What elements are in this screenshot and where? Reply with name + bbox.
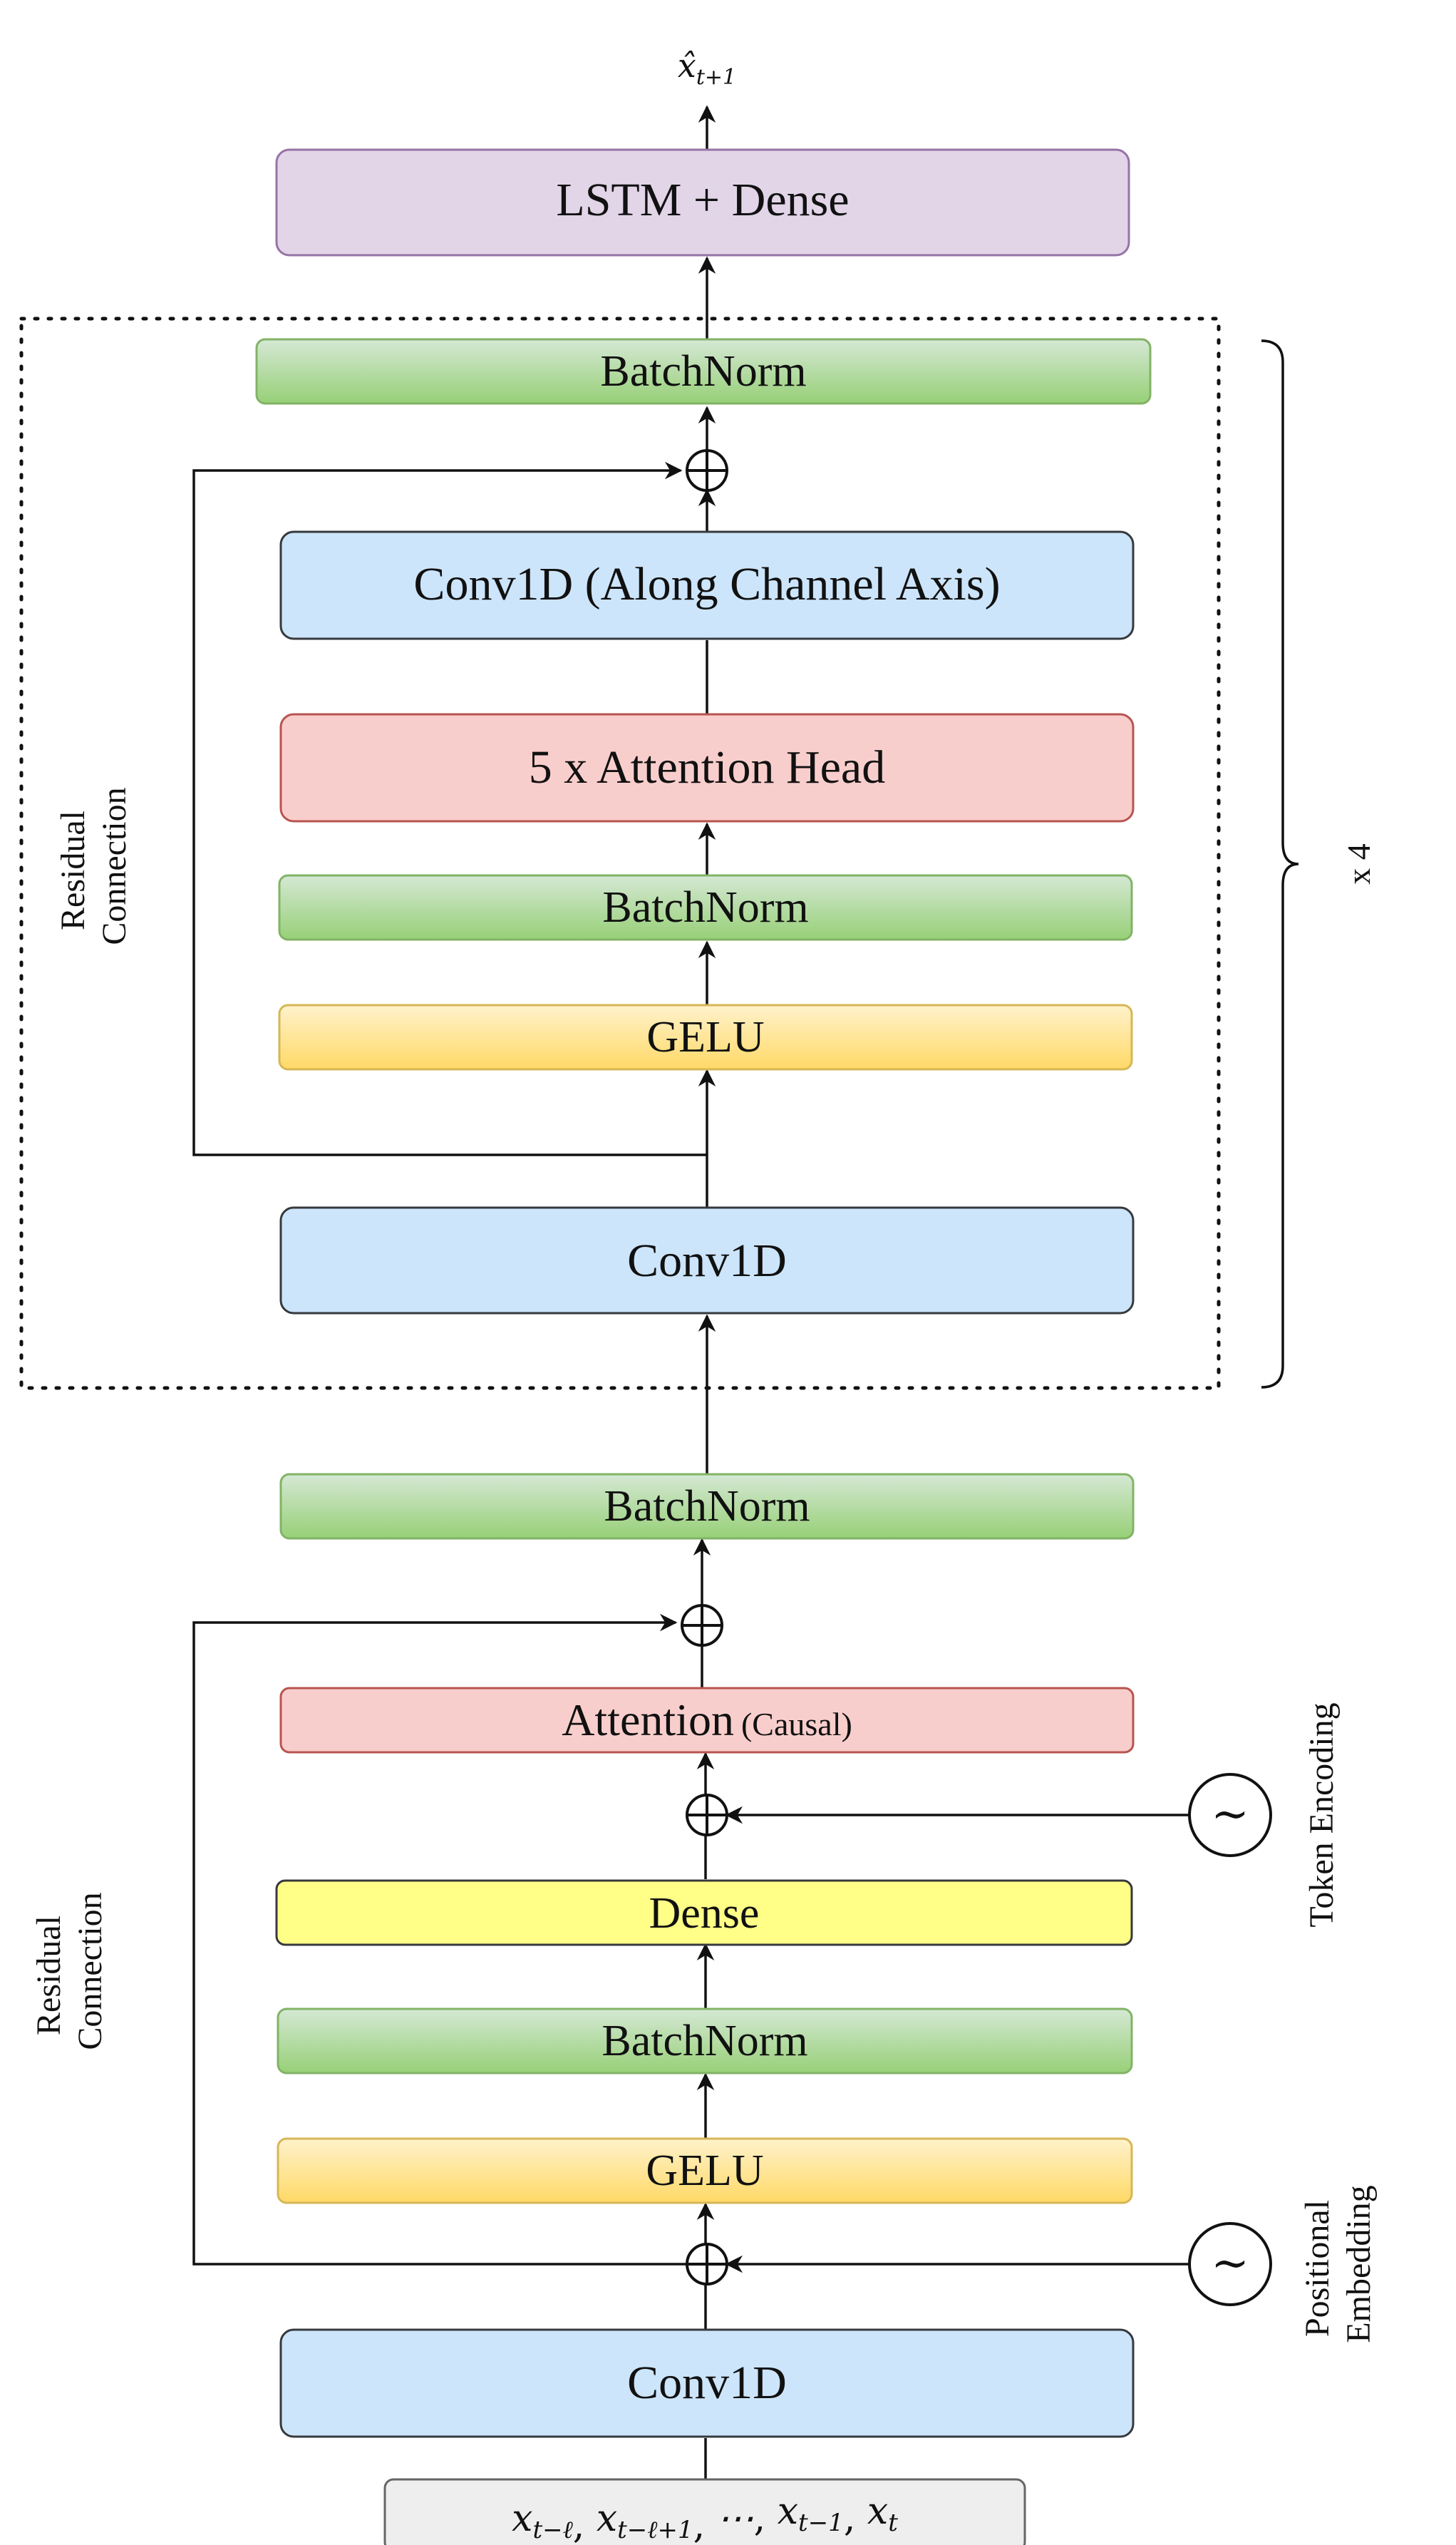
residual-connection-bottom-label: Residual Connection: [30, 1892, 109, 2050]
sum-node-top: [686, 449, 728, 492]
batchnorm-low-block: BatchNorm: [277, 2007, 1133, 2074]
attention-label: Attention: [562, 1695, 734, 1745]
token-encoding-label: Token Encoding: [1303, 1702, 1341, 1927]
residual-bottom-line2: Connection: [71, 1892, 109, 2050]
input-term-base: ⋯: [717, 2497, 754, 2540]
positional-line1: Positional: [1298, 2200, 1336, 2337]
output-label: x̂t+1: [678, 46, 736, 90]
input-sequence-text: xt−ℓ, xt−ℓ+1, ⋯, xt−1, xt: [512, 2490, 898, 2545]
attention-note: (Causal): [741, 1706, 852, 1742]
input-term-separator: ,: [844, 2497, 867, 2540]
token-encoding-source: ∼: [1188, 1773, 1272, 1857]
input-term-subscript: t−ℓ: [532, 2516, 572, 2544]
input-term-subscript: t−ℓ+1: [617, 2516, 693, 2544]
repeat-conv-block: Conv1D: [279, 1206, 1135, 1315]
repeat-count-label: x 4: [1341, 843, 1377, 885]
conv-channel-block: Conv1D (Along Channel Axis): [279, 530, 1135, 640]
repeat-batchnorm-top-block: BatchNorm: [255, 338, 1152, 405]
input-term-base: x: [512, 2497, 532, 2540]
residual-bottom-line1: Residual: [30, 1916, 68, 2035]
residual-connection-top-label: Residual Connection: [54, 787, 133, 945]
repeat-gelu-block: GELU: [278, 1004, 1133, 1071]
repeat-batchnorm-mid-label: BatchNorm: [602, 883, 808, 932]
lstm-box: [275, 148, 1130, 257]
input-term-subscript: t−1: [798, 2509, 844, 2537]
input-term-base: x: [597, 2497, 617, 2540]
batchnorm-mid-block: BatchNorm: [279, 1473, 1135, 1540]
sum-node-middle: [681, 1604, 723, 1647]
gelu-low-label: GELU: [646, 2146, 763, 2195]
positional-embedding-source: ∼: [1188, 2222, 1272, 2306]
dense-block: Dense: [275, 1879, 1133, 1946]
input-term-separator: ,: [693, 2504, 717, 2545]
repeat-brace: [1261, 339, 1299, 1389]
positional-embedding-label: Positional Embedding: [1298, 2185, 1378, 2343]
lstm-dense-block: LSTM + Dense: [275, 148, 1130, 257]
input-sequence-block: xt−ℓ, xt−ℓ+1, ⋯, xt−1, xt: [383, 2478, 1026, 2545]
attention-causal-block: Attention(Causal): [279, 1687, 1135, 1754]
residual-top-line1: Residual: [54, 811, 92, 930]
conv-channel-label: Conv1D (Along Channel Axis): [413, 558, 1000, 610]
repeat-batchnorm-top-label: BatchNorm: [600, 347, 806, 396]
batchnorm-mid-label: BatchNorm: [604, 1482, 810, 1531]
repeat-conv-label: Conv1D: [627, 1235, 787, 1287]
output-subscript: t+1: [696, 65, 736, 90]
conv-input-block: Conv1D: [279, 2328, 1135, 2438]
sum-node-token: [686, 1794, 728, 1836]
input-term-base: x: [778, 2490, 798, 2533]
positional-line2: Embedding: [1340, 2185, 1378, 2343]
residual-top-line2: Connection: [95, 787, 133, 945]
sum-node-positional: [686, 2243, 728, 2286]
batchnorm-low-label: BatchNorm: [601, 2017, 807, 2065]
sine-wave-icon: ∼: [1211, 2237, 1249, 2290]
repeat-batchnorm-mid-block: BatchNorm: [278, 874, 1133, 941]
input-term-base: x: [867, 2490, 888, 2533]
input-term-separator: ,: [573, 2504, 597, 2545]
attention-heads-block: 5 x Attention Head: [279, 713, 1135, 823]
attention-causal-text: Attention(Causal): [562, 1695, 852, 1745]
repeat-gelu-label: GELU: [646, 1013, 764, 1061]
conv-input-label: Conv1D: [627, 2357, 787, 2409]
gelu-low-block: GELU: [277, 2137, 1133, 2204]
attention-heads-label: 5 x Attention Head: [529, 741, 885, 793]
input-term-subscript: t: [888, 2509, 898, 2537]
output-symbol: x̂: [678, 46, 696, 85]
sine-wave-icon: ∼: [1211, 1788, 1249, 1841]
input-term-separator: ,: [754, 2497, 778, 2540]
lstm-label: LSTM + Dense: [556, 174, 849, 226]
repeat-block-frame: [19, 317, 1221, 1390]
dense-label: Dense: [649, 1889, 760, 1938]
connectors: [192, 105, 1189, 2481]
